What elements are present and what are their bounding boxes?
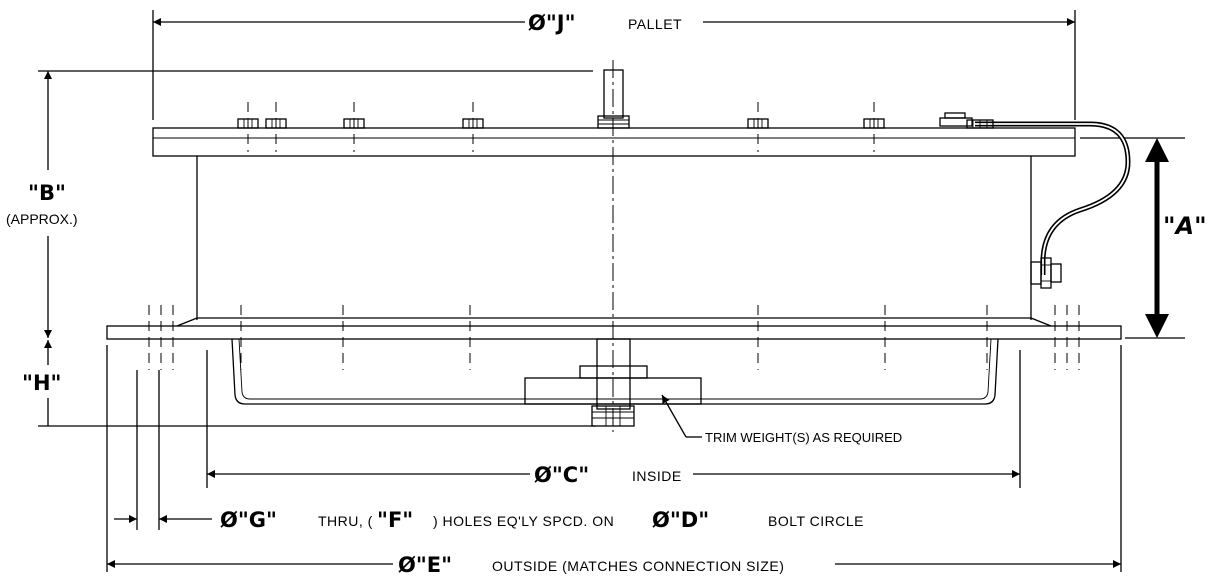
- pallet-bolt: [462, 102, 484, 152]
- pallet-bolt: [863, 102, 885, 152]
- pallet-plate: [152, 127, 1076, 157]
- dim-holes-text3: BOLT CIRCLE: [768, 513, 864, 529]
- dim-a-key: "A": [1163, 212, 1207, 240]
- dim-c: Ø"C" INSIDE: [206, 350, 1021, 488]
- dim-holes: Ø"G" THRU, ( "F" ) HOLES EQ'LY SPCD. ON …: [114, 370, 864, 532]
- dim-b-key: "B": [28, 181, 66, 205]
- trim-leader: TRIM WEIGHT(S) AS REQUIRED: [661, 394, 902, 445]
- flange-hole-marks: [148, 305, 1080, 370]
- dim-h-key: "H": [22, 371, 61, 395]
- inner-tick-marks: [240, 305, 988, 370]
- dim-e-key: Ø"E": [398, 553, 452, 577]
- dim-j: Ø"J" PALLET: [152, 10, 1076, 120]
- bottom-flange: [106, 317, 1122, 340]
- trim-note: TRIM WEIGHT(S) AS REQUIRED: [705, 430, 902, 445]
- dim-d-key: Ø"D": [652, 508, 709, 532]
- dim-holes-text1: THRU, (: [318, 513, 373, 529]
- dim-g-key: Ø"G": [220, 508, 277, 532]
- dim-b-label: (APPROX.): [6, 211, 78, 227]
- pallet-bolt: [747, 102, 769, 152]
- dim-holes-text2: ) HOLES EQ'LY SPCD. ON: [433, 513, 614, 529]
- dim-h: "H": [22, 340, 596, 427]
- dim-b: "B" (APPROX.): [6, 70, 593, 338]
- pallet-bolt: [343, 102, 365, 152]
- pallet-bolt: [237, 102, 259, 152]
- bottom-pan: [231, 338, 999, 405]
- dim-f-key: "F": [377, 508, 413, 532]
- dim-j-label: PALLET: [628, 16, 682, 32]
- dim-e-label: OUTSIDE (MATCHES CONNECTION SIZE): [492, 558, 784, 574]
- pallet-bolts: [237, 102, 885, 152]
- dim-a: "A": [1080, 137, 1207, 339]
- dim-c-key: Ø"C": [534, 463, 589, 487]
- dim-c-label: INSIDE: [632, 468, 682, 484]
- pallet-bolt: [265, 102, 287, 152]
- ground-cable: [939, 112, 1131, 289]
- dim-e: Ø"E" OUTSIDE (MATCHES CONNECTION SIZE): [106, 345, 1122, 577]
- body-walls: [196, 156, 1032, 320]
- dim-j-key: Ø"J": [528, 11, 576, 35]
